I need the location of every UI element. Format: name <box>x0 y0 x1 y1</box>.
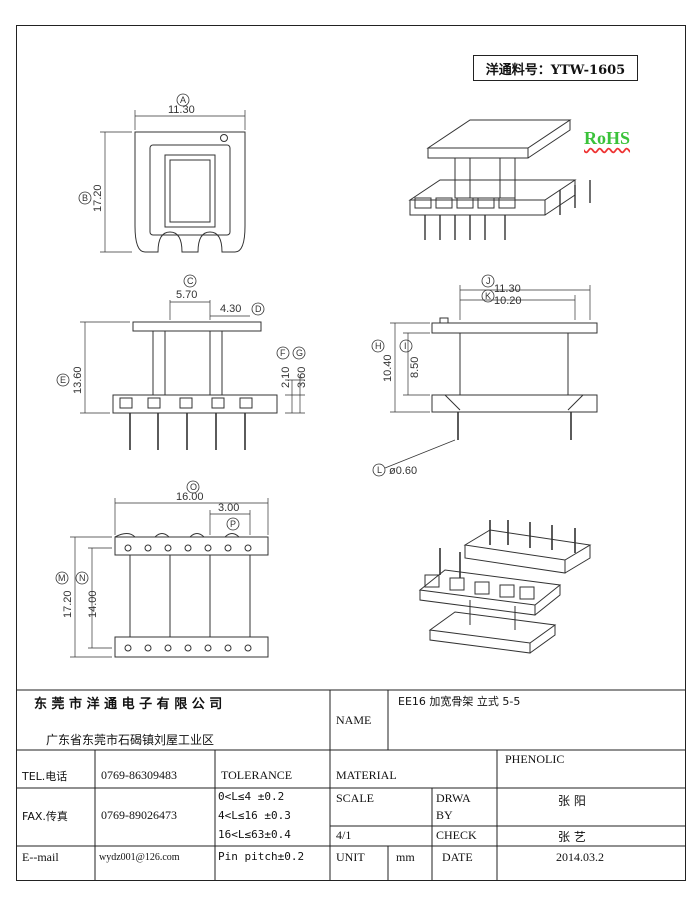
dim-front-c: 5.70 <box>176 289 197 301</box>
dim-bottom-n: 14.00 <box>87 590 99 618</box>
drawing-sheet <box>16 25 686 881</box>
fax-label: FAX.传真 <box>22 810 68 823</box>
material-value: PHENOLIC <box>505 752 565 766</box>
label-h: H <box>375 341 382 351</box>
check-label: CHECK <box>436 828 477 842</box>
drawn-by-label-1: DRWA <box>436 791 471 805</box>
unit-label: UNIT <box>336 850 365 864</box>
part-number-box: 洋通料号：YTW-1605 <box>473 55 638 81</box>
label-i: I <box>404 341 407 351</box>
date-value: 2014.03.2 <box>556 850 604 864</box>
label-n: N <box>79 573 86 583</box>
tolerance-label: TOLERANCE <box>221 768 293 782</box>
label-p: P <box>230 519 236 529</box>
dim-bottom-m: 17.20 <box>62 590 74 618</box>
date-label: DATE <box>442 850 473 864</box>
dim-side-j: 11.30 <box>494 283 521 295</box>
name-label: NAME <box>336 713 372 727</box>
label-m: M <box>58 573 66 583</box>
label-f: F <box>280 348 286 358</box>
iso-view-upper <box>408 119 591 240</box>
dim-front-e: 13.60 <box>72 366 84 394</box>
dim-top-width: 11.30 <box>168 104 195 116</box>
drawn-by-value: 张 阳 <box>558 794 586 808</box>
label-j: J <box>486 276 491 286</box>
label-g: G <box>296 348 303 358</box>
scale-value: 4/1 <box>336 828 352 842</box>
label-d: D <box>255 304 262 314</box>
dim-front-d: 4.30 <box>220 303 241 315</box>
name-value: EE16 加宽骨架 立式 5-5 <box>398 695 521 708</box>
tel-value: 0769-86309483 <box>101 768 177 782</box>
label-k: K <box>485 291 491 301</box>
tolerance-row-2: 4<L≤16 ±0.3 <box>218 809 291 822</box>
pin-pitch: Pin pitch±0.2 <box>218 850 305 863</box>
label-a: A <box>180 95 186 105</box>
front-view <box>80 300 305 450</box>
check-value: 张 艺 <box>558 830 586 844</box>
label-e: E <box>60 375 66 385</box>
email-label: E--mail <box>22 850 59 864</box>
tolerance-row-1: 0<L≤4 ±0.2 <box>218 790 285 803</box>
label-l: L <box>377 465 382 475</box>
drawn-by-label-2: BY <box>436 808 453 822</box>
dim-side-h: 10.40 <box>382 354 394 382</box>
dim-side-i: 8.50 <box>409 357 421 378</box>
dim-pin-l: ø0.60 <box>389 465 417 477</box>
company-name: 东 莞 市 洋 通 电 子 有 限 公 司 <box>34 697 223 712</box>
dim-bottom-o: 16.00 <box>176 491 204 503</box>
dim-front-f: 2.10 <box>280 367 292 388</box>
rohs-mark: RoHS <box>584 128 631 148</box>
unit-value: mm <box>396 850 415 864</box>
tolerance-row-3: 16<L≤63±0.4 <box>218 828 291 841</box>
email-value: wydz001@126.com <box>99 852 180 863</box>
material-label: MATERIAL <box>336 768 397 782</box>
label-o: O <box>190 482 197 492</box>
top-view <box>100 110 246 253</box>
title-block-grid <box>16 689 686 881</box>
dim-bottom-p: 3.00 <box>218 502 239 514</box>
dim-front-g: 3.60 <box>296 367 308 388</box>
fax-value: 0769-89026473 <box>101 808 177 822</box>
dim-top-height: 17.20 <box>92 184 104 212</box>
scale-label: SCALE <box>336 791 375 805</box>
company-address: 广东省东莞市石碣镇刘屋工业区 <box>46 733 215 747</box>
side-view <box>384 285 598 469</box>
tel-label: TEL.电话 <box>22 770 68 783</box>
bottom-view <box>70 498 269 658</box>
dim-side-k: 10.20 <box>494 295 522 307</box>
iso-view-lower <box>418 520 592 654</box>
label-b: B <box>82 193 88 203</box>
label-c: C <box>187 276 194 286</box>
